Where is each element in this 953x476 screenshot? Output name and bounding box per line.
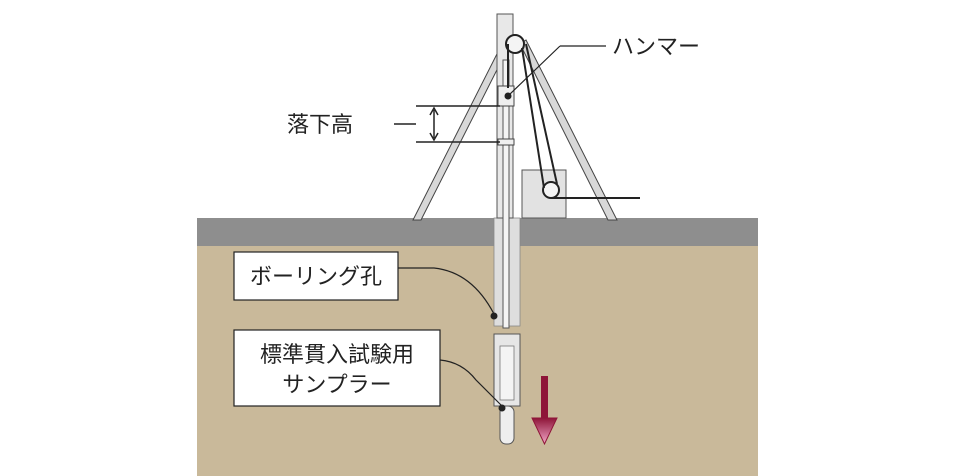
winch-drum-icon: [542, 181, 560, 199]
sampler-leader: [439, 359, 506, 412]
sampler-label-line1: 標準貫入試験用: [260, 343, 414, 368]
drop-height-indicator: [394, 105, 500, 143]
driving-direction-arrow-icon: [531, 376, 558, 446]
drive-rod: [502, 59, 510, 329]
tripod-leg-left: [412, 43, 509, 221]
ground-surface: [197, 218, 758, 246]
borehole-label: ボーリング孔: [250, 265, 382, 290]
sampler-label-line2: サンプラー: [282, 373, 391, 398]
sampler-label-box: [233, 329, 441, 407]
sampler-core: [499, 345, 515, 401]
tripod: [412, 39, 618, 221]
hammer-leader: [504, 45, 606, 100]
borehole-leader: [398, 267, 498, 320]
hammer-label: ハンマー: [612, 35, 700, 60]
borehole-label-box: [233, 251, 399, 301]
top-pulley-icon: [505, 34, 525, 54]
cable: [507, 43, 640, 199]
anvil: [497, 138, 515, 146]
spt-sampler: [493, 333, 521, 445]
drop-height-label: 落下高: [287, 113, 353, 138]
sampler-shoe: [499, 405, 515, 445]
